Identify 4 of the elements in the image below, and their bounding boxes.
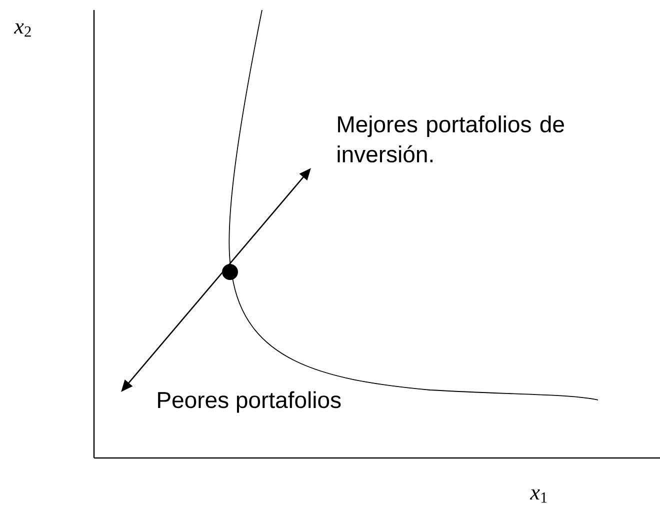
annotation: Mejores portafolios de inversión.: [338, 116, 564, 162]
axis-label: x$_{1}$: [530, 489, 547, 503]
annotation: Peores portafolios: [158, 391, 341, 413]
axis-label: x$_{2}$: [14, 23, 31, 37]
